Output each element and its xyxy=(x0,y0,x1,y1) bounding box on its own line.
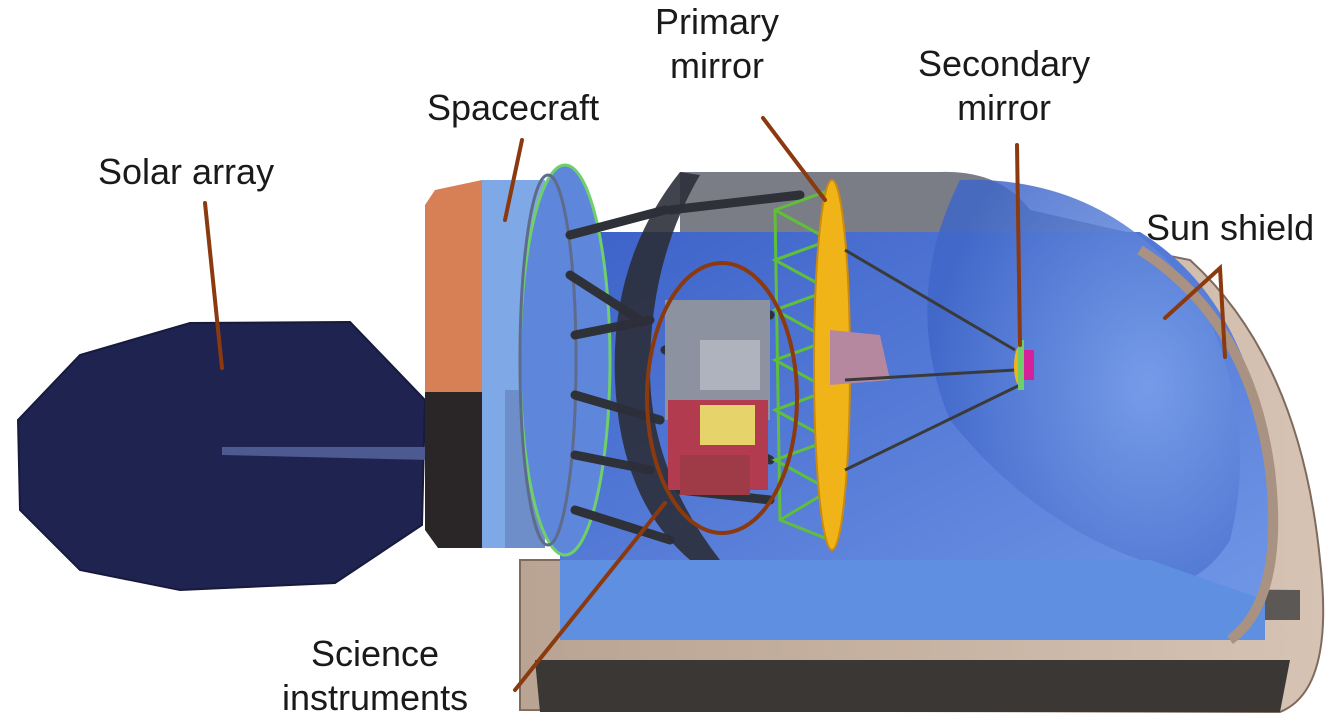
secondary-mirror-struts xyxy=(844,248,1021,472)
rear-ring-inner xyxy=(518,173,578,547)
label-science-instruments: Science instruments xyxy=(282,632,468,720)
label-science-instruments-line1: Science xyxy=(311,633,440,674)
label-solar-array: Solar array xyxy=(98,151,275,192)
label-science-instruments-line2: instruments xyxy=(282,677,469,718)
label-sun-shield: Sun shield xyxy=(1146,207,1315,248)
secondary-mirror-assembly xyxy=(1014,340,1034,390)
label-primary-mirror-line2: mirror xyxy=(670,45,764,86)
leader-line-primary-mirror xyxy=(761,116,827,202)
solar-array-boom xyxy=(222,447,430,460)
instrument-pink-block xyxy=(830,330,890,385)
inner-baffle xyxy=(614,172,720,560)
label-secondary-mirror-line2: mirror xyxy=(957,87,1052,128)
leader-line-solar-array xyxy=(203,201,224,370)
leader-line-sun-shield xyxy=(1163,263,1227,359)
science-instruments-block xyxy=(665,300,770,495)
leader-line-secondary-mirror xyxy=(1015,143,1022,347)
sun-shield-bottom-band xyxy=(535,660,1290,712)
label-primary-mirror: Primary mirror xyxy=(655,0,779,88)
solar-array-panel xyxy=(16,320,427,592)
spacecraft-bus-orange xyxy=(425,180,482,392)
barrel-cup xyxy=(927,179,1240,591)
science-instruments-circle xyxy=(645,261,799,535)
leader-line-science-instruments xyxy=(513,501,667,692)
sun-shield-rim xyxy=(1137,245,1279,645)
label-spacecraft: Spacecraft xyxy=(427,87,600,128)
label-secondary-mirror-line1: Secondary xyxy=(918,43,1091,84)
barrel-floor xyxy=(560,560,1265,640)
leader-lines xyxy=(203,116,1227,692)
leader-line-spacecraft xyxy=(503,138,524,222)
label-secondary-mirror: Secondary mirror xyxy=(918,42,1090,130)
label-primary-mirror-line1: Primary xyxy=(655,1,779,42)
